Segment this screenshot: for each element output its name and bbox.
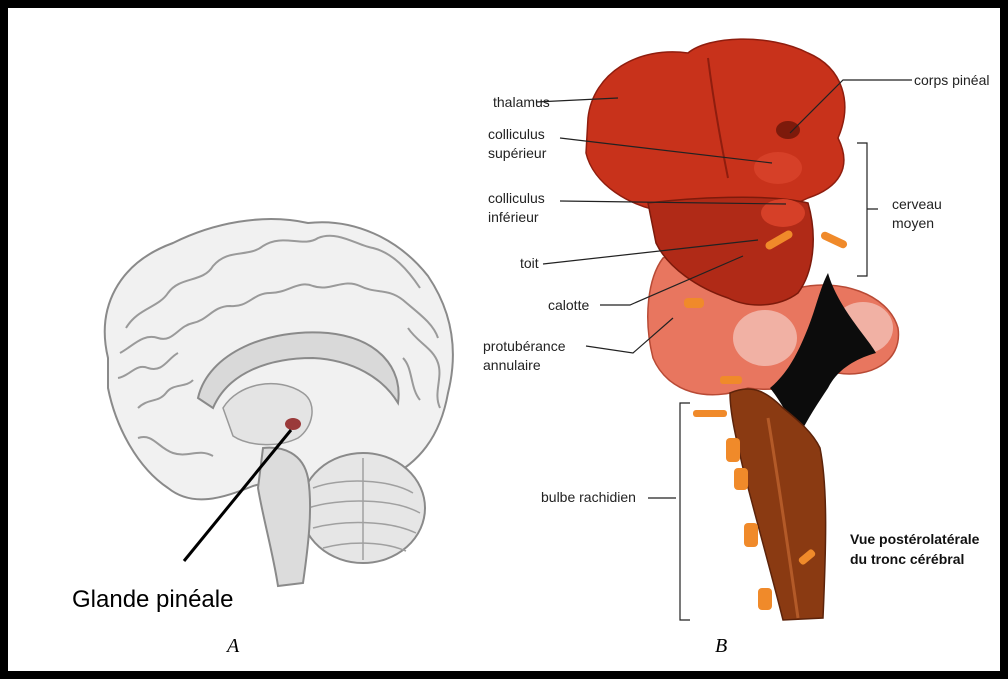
leader-protuberance bbox=[586, 318, 673, 353]
label-corps-pineal: corps pinéal bbox=[914, 72, 990, 89]
label-colliculus-inf-2: inférieur bbox=[488, 208, 539, 227]
label-colliculus-sup-2: supérieur bbox=[488, 144, 546, 163]
label-bulbe: bulbe rachidien bbox=[541, 489, 636, 506]
leader-colliculus-inf bbox=[560, 201, 786, 204]
label-protuberance-1: protubérance bbox=[483, 337, 566, 356]
leader-colliculus-sup bbox=[560, 138, 772, 163]
label-colliculus-sup-1: colliculus bbox=[488, 125, 545, 144]
label-cerveau-moyen-2: moyen bbox=[892, 214, 934, 233]
leader-corps-pineal bbox=[790, 80, 912, 133]
label-toit: toit bbox=[520, 255, 539, 272]
label-calotte: calotte bbox=[548, 297, 589, 314]
bracket-cerveau-moyen bbox=[857, 143, 878, 276]
label-thalamus: thalamus bbox=[493, 94, 550, 111]
leader-toit bbox=[543, 240, 758, 264]
label-cerveau-moyen-1: cerveau bbox=[892, 195, 942, 214]
panel-b-letter: B bbox=[715, 635, 727, 658]
caption-line-1: Vue postérolatérale bbox=[850, 529, 979, 549]
label-protuberance-2: annulaire bbox=[483, 356, 541, 375]
leader-calotte bbox=[600, 256, 743, 305]
caption-line-2: du tronc cérébral bbox=[850, 549, 964, 569]
label-colliculus-inf-1: colliculus bbox=[488, 189, 545, 208]
bracket-bulbe bbox=[680, 403, 690, 620]
